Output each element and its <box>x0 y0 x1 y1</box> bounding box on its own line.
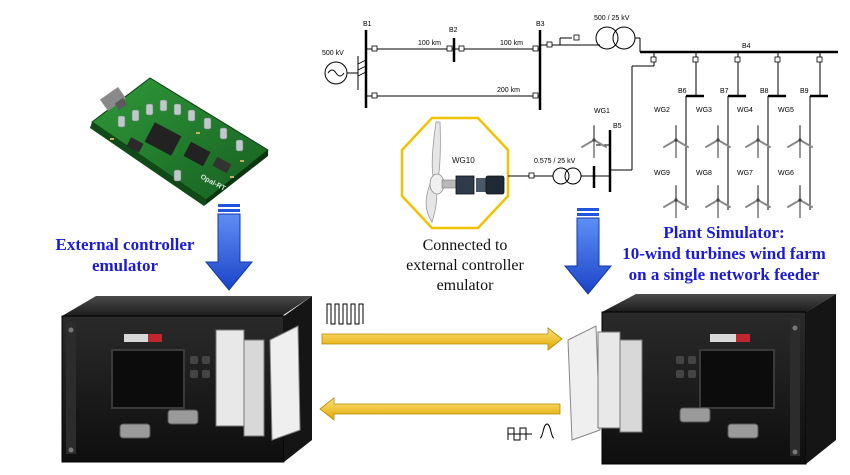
wg3-label: WG3 <box>696 107 712 114</box>
connected-caption-line-3: emulator <box>436 277 494 294</box>
connected-caption-line-2: external controller <box>406 257 524 274</box>
wg-transformer-label: 0.575 / 25 kV <box>534 158 576 165</box>
turbine-icons <box>581 125 813 218</box>
connected-caption: Connected to external controller emulato… <box>370 236 560 296</box>
bus-label-b1: B1 <box>363 21 372 28</box>
line-label-b1-b2: 100 km <box>418 40 441 47</box>
plant-caption-line-2: 10-wind turbines wind farm <box>622 244 826 263</box>
controller-caption-line-2: emulator <box>91 256 159 275</box>
wg1-label: WG1 <box>594 108 610 115</box>
plant-down-arrow <box>563 208 613 295</box>
measurement-signal-arrow <box>319 397 561 441</box>
line-label-b1-b3: 200 km <box>497 87 520 94</box>
wg5-label: WG5 <box>778 107 794 114</box>
plant-simulator-chassis <box>567 294 836 465</box>
bus-label-b2: B2 <box>449 27 458 34</box>
wg9-turbine-icon <box>663 185 689 218</box>
wg6-label: WG6 <box>778 170 794 177</box>
line-label-b2-b3: 100 km <box>500 40 523 47</box>
wg3-turbine-icon <box>705 125 731 158</box>
controller-simulator-chassis <box>61 296 312 463</box>
bus-label-b8: B8 <box>760 88 769 95</box>
source-voltage-label: 500 kV <box>322 50 344 57</box>
controller-caption-line-1: External controller <box>55 235 195 254</box>
main-transformer-label: 500 / 25 kV <box>594 15 630 22</box>
bus-label-b9: B9 <box>800 88 809 95</box>
bus-label-b6: B6 <box>678 88 687 95</box>
wg1-turbine-icon <box>581 125 607 158</box>
controlled-turbine-octagon: WG10 <box>400 116 510 230</box>
pwm-signal-arrow <box>321 303 563 351</box>
plant-caption-line-3: on a single network feeder <box>628 265 820 284</box>
wg7-turbine-icon <box>745 185 771 218</box>
wg2-label: WG2 <box>654 107 670 114</box>
plant-caption: Plant Simulator: 10-wind turbines wind f… <box>598 222 850 285</box>
breaker-markers <box>371 34 823 179</box>
wg7-label: WG7 <box>737 170 753 177</box>
wg4-turbine-icon <box>745 125 771 158</box>
wg2-turbine-icon <box>663 125 689 158</box>
wg5-turbine-icon <box>787 125 813 158</box>
wg8-label: WG8 <box>696 170 712 177</box>
wg8-turbine-icon <box>705 185 731 218</box>
wg6-turbine-icon <box>787 185 813 218</box>
wg9-label: WG9 <box>654 170 670 177</box>
bus-label-b7: B7 <box>720 88 729 95</box>
plant-caption-line-1: Plant Simulator: <box>663 223 785 242</box>
controller-board-image: Opal-RT <box>90 77 269 206</box>
connected-caption-line-1: Connected to <box>422 237 508 254</box>
wg4-label: WG4 <box>737 107 753 114</box>
bus-label-b5: B5 <box>613 123 622 130</box>
bus-label-b3: B3 <box>536 21 545 28</box>
wg10-label: WG10 <box>452 156 475 165</box>
bus-label-b4: B4 <box>742 43 751 50</box>
controller-caption: External controller emulator <box>30 234 220 276</box>
controller-down-arrow <box>204 204 254 291</box>
